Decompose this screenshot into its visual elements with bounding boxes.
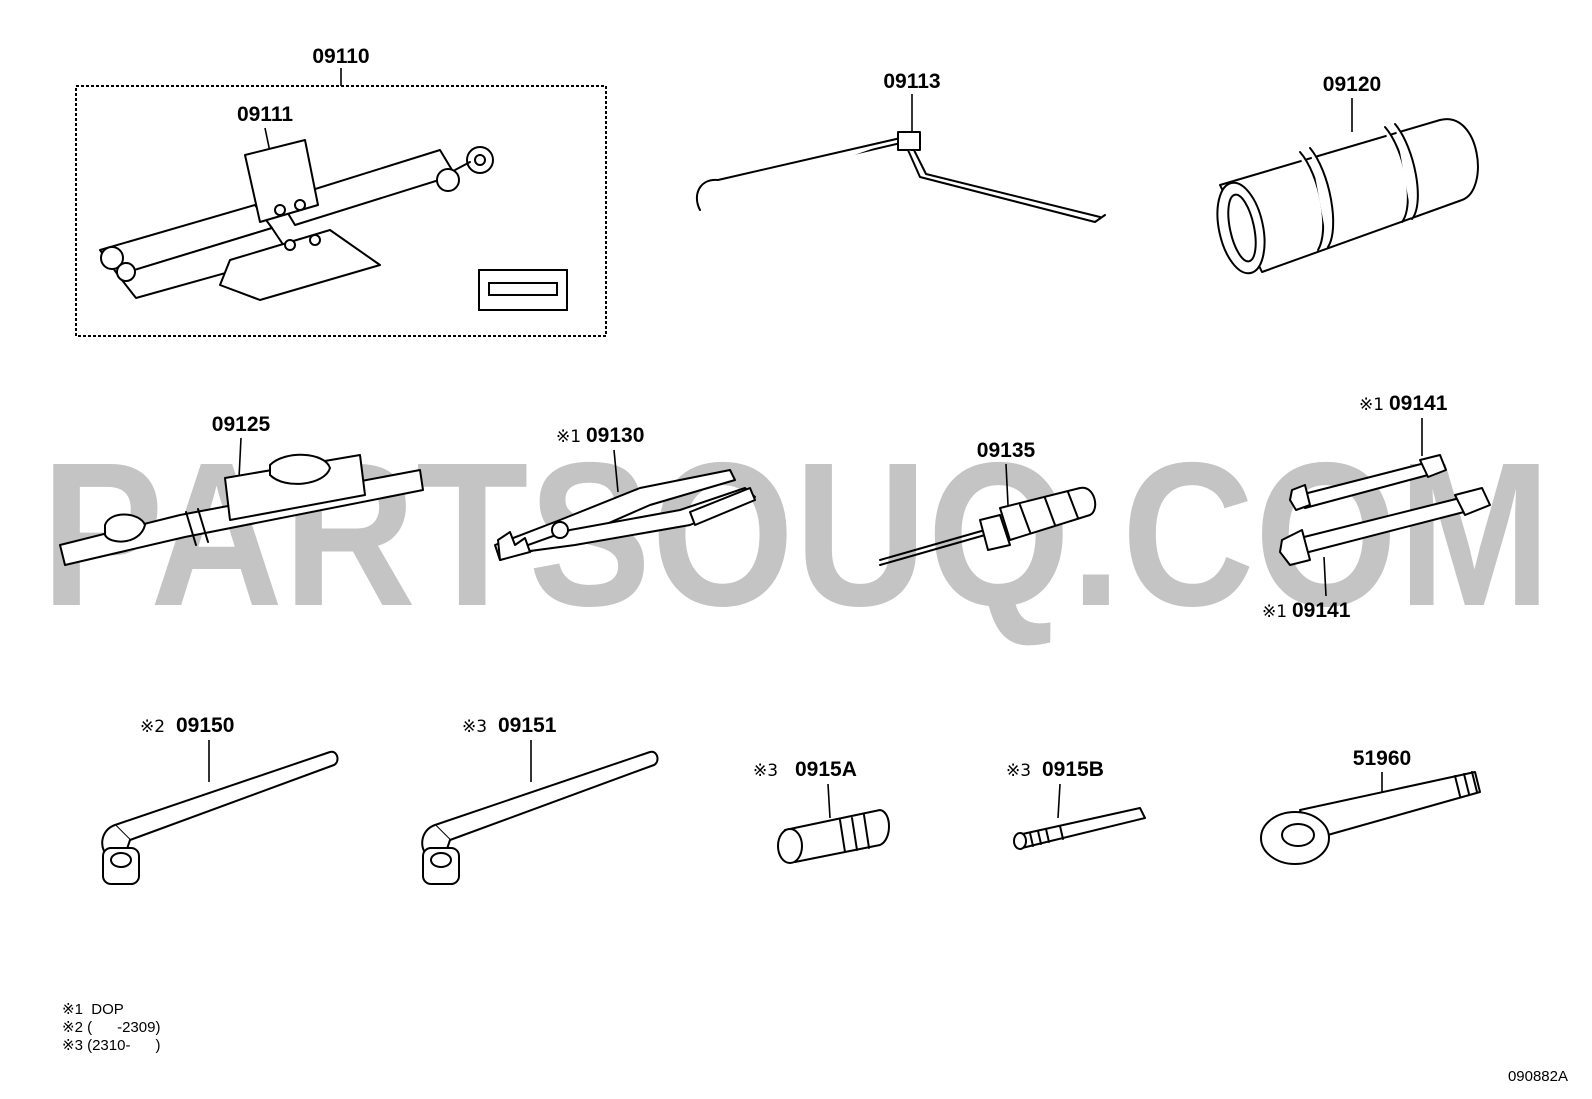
screwdriver-illustration [879,486,1097,566]
jack-assembly-group[interactable]: 09110 09111 [75,45,607,337]
part-number-09150: 09150 [176,714,234,737]
part-number-09135: 09135 [977,439,1036,462]
part-number-0915B: 0915B [1042,758,1104,781]
tool-bag-group[interactable]: 09120 [1210,73,1479,278]
document-code: 090882A [1507,1068,1568,1085]
mark-wrench-lower: ※1 [1262,602,1287,622]
footnote-2: ※2 ( -2309) [62,1019,161,1036]
lug-wrench-b-illustration [421,750,659,885]
part-number-51960: 51960 [1353,747,1411,770]
part-number-09130: 09130 [586,424,644,447]
tool-bag-illustration [1216,118,1479,275]
part-number-09141-upper: 09141 [1389,392,1448,415]
part-number-09151: 09151 [498,714,557,737]
screwdriver-group[interactable]: 09135 [879,439,1097,566]
lug-wrench-b-group[interactable]: ※3 09151 [421,714,659,885]
tow-hook-group[interactable]: 51960 [1260,747,1481,865]
adapter-illustration [1013,807,1146,850]
footnote-3: ※3 (2310- ) [62,1037,161,1054]
pliers-illustration [494,469,756,561]
mark-lug-wrench-a: ※2 [140,717,165,737]
tow-hook-illustration [1260,771,1481,865]
part-number-09110: 09110 [312,45,369,68]
lock-socket-illustration [777,809,890,864]
jack-handle-group[interactable]: 09113 [695,70,1106,223]
mark-pliers: ※1 [556,427,581,447]
part-number-09141-lower: 09141 [1292,599,1351,622]
part-number-09120: 09120 [1323,73,1381,96]
scissor-jack-illustration [99,139,494,301]
part-number-09113: 09113 [883,70,940,93]
jack-handle-illustration [695,131,1106,223]
mark-lock-socket: ※3 [753,761,778,781]
lock-socket-group[interactable]: ※3 0915A [753,758,890,864]
mark-adapter: ※3 [1006,761,1031,781]
mark-wrench-upper: ※1 [1359,395,1384,415]
footnote-1: ※1 DOP [62,1001,124,1018]
wrench-upper-illustration [1289,454,1447,511]
lug-wrench-a-illustration [101,750,339,885]
part-number-0915A: 0915A [795,758,857,781]
part-number-09125: 09125 [212,413,271,436]
part-number-09111: 09111 [237,103,293,126]
mark-lug-wrench-b: ※3 [462,717,487,737]
wrench-lower-illustration [1279,487,1491,566]
wrench-lower-group[interactable]: ※1 09141 [1262,487,1491,622]
tool-strap-illustration [59,453,424,566]
adapter-group[interactable]: ※3 0915B [1006,758,1146,850]
wrench-upper-group[interactable]: ※1 09141 [1289,392,1448,511]
pliers-group[interactable]: ※1 09130 [494,424,756,561]
lug-wrench-a-group[interactable]: ※2 09150 [101,714,339,885]
label-plate [478,269,568,311]
tool-strap-group[interactable]: 09125 [59,413,424,566]
